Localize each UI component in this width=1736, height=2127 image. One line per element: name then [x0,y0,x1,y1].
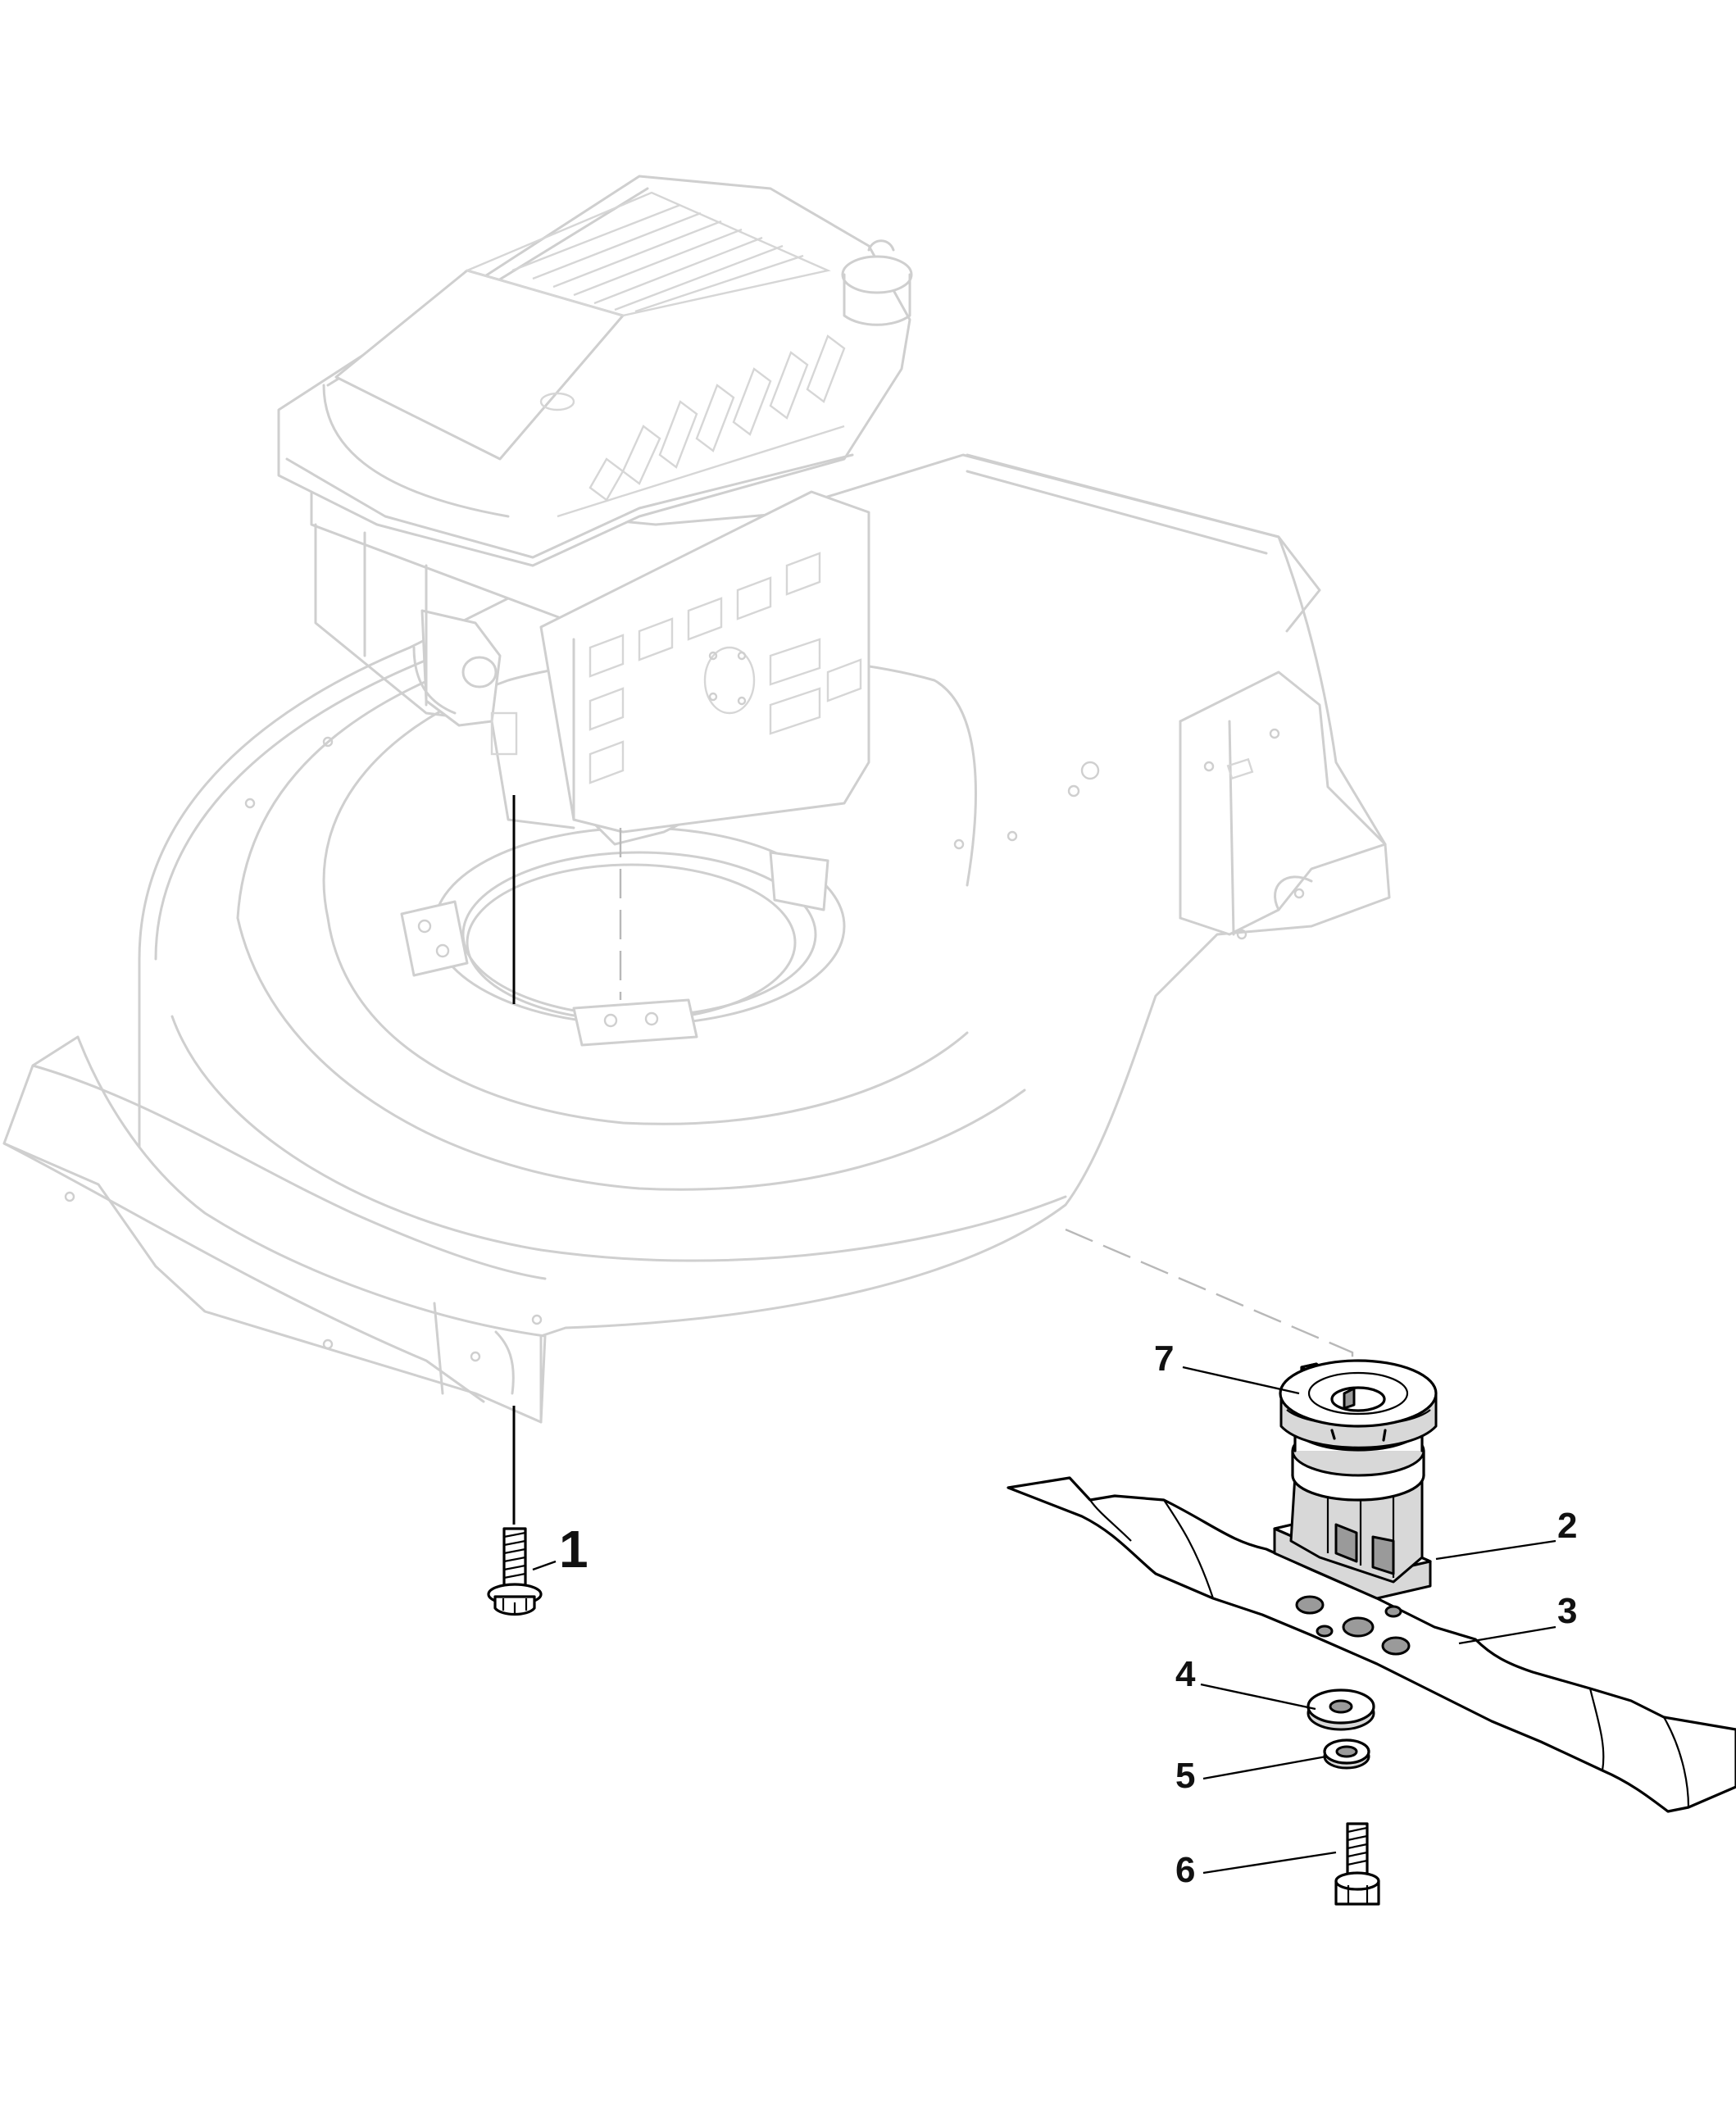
part-2-blade-adapter[interactable] [1273,1359,1438,1600]
leader-7 [1182,1366,1300,1395]
callout-1: 1 [559,1520,589,1579]
leader-1 [532,1560,557,1571]
part-6-blade-bolt[interactable] [1334,1822,1380,1906]
part-4-washer[interactable] [1307,1688,1375,1731]
leader-lines [532,1366,1556,1875]
engine-ghost [277,175,913,846]
leader-3 [1458,1625,1556,1645]
callout-6: 6 [1175,1850,1195,1890]
part-1-mounting-bolt[interactable] [487,1527,543,1616]
part-5-lock-washer[interactable] [1323,1738,1370,1770]
leader-4 [1200,1683,1316,1711]
leader-6 [1202,1851,1337,1875]
callout-2: 2 [1557,1506,1577,1546]
leader-2 [1435,1539,1556,1561]
callout-4: 4 [1175,1654,1196,1694]
callout-3: 3 [1557,1591,1577,1631]
callout-7: 7 [1154,1338,1174,1379]
callout-5: 5 [1175,1756,1195,1796]
callout-labels: 1 2 3 4 5 6 7 [559,1338,1577,1890]
leader-5 [1202,1755,1327,1780]
part-3-cutting-blade[interactable] [1007,1476,1736,1813]
